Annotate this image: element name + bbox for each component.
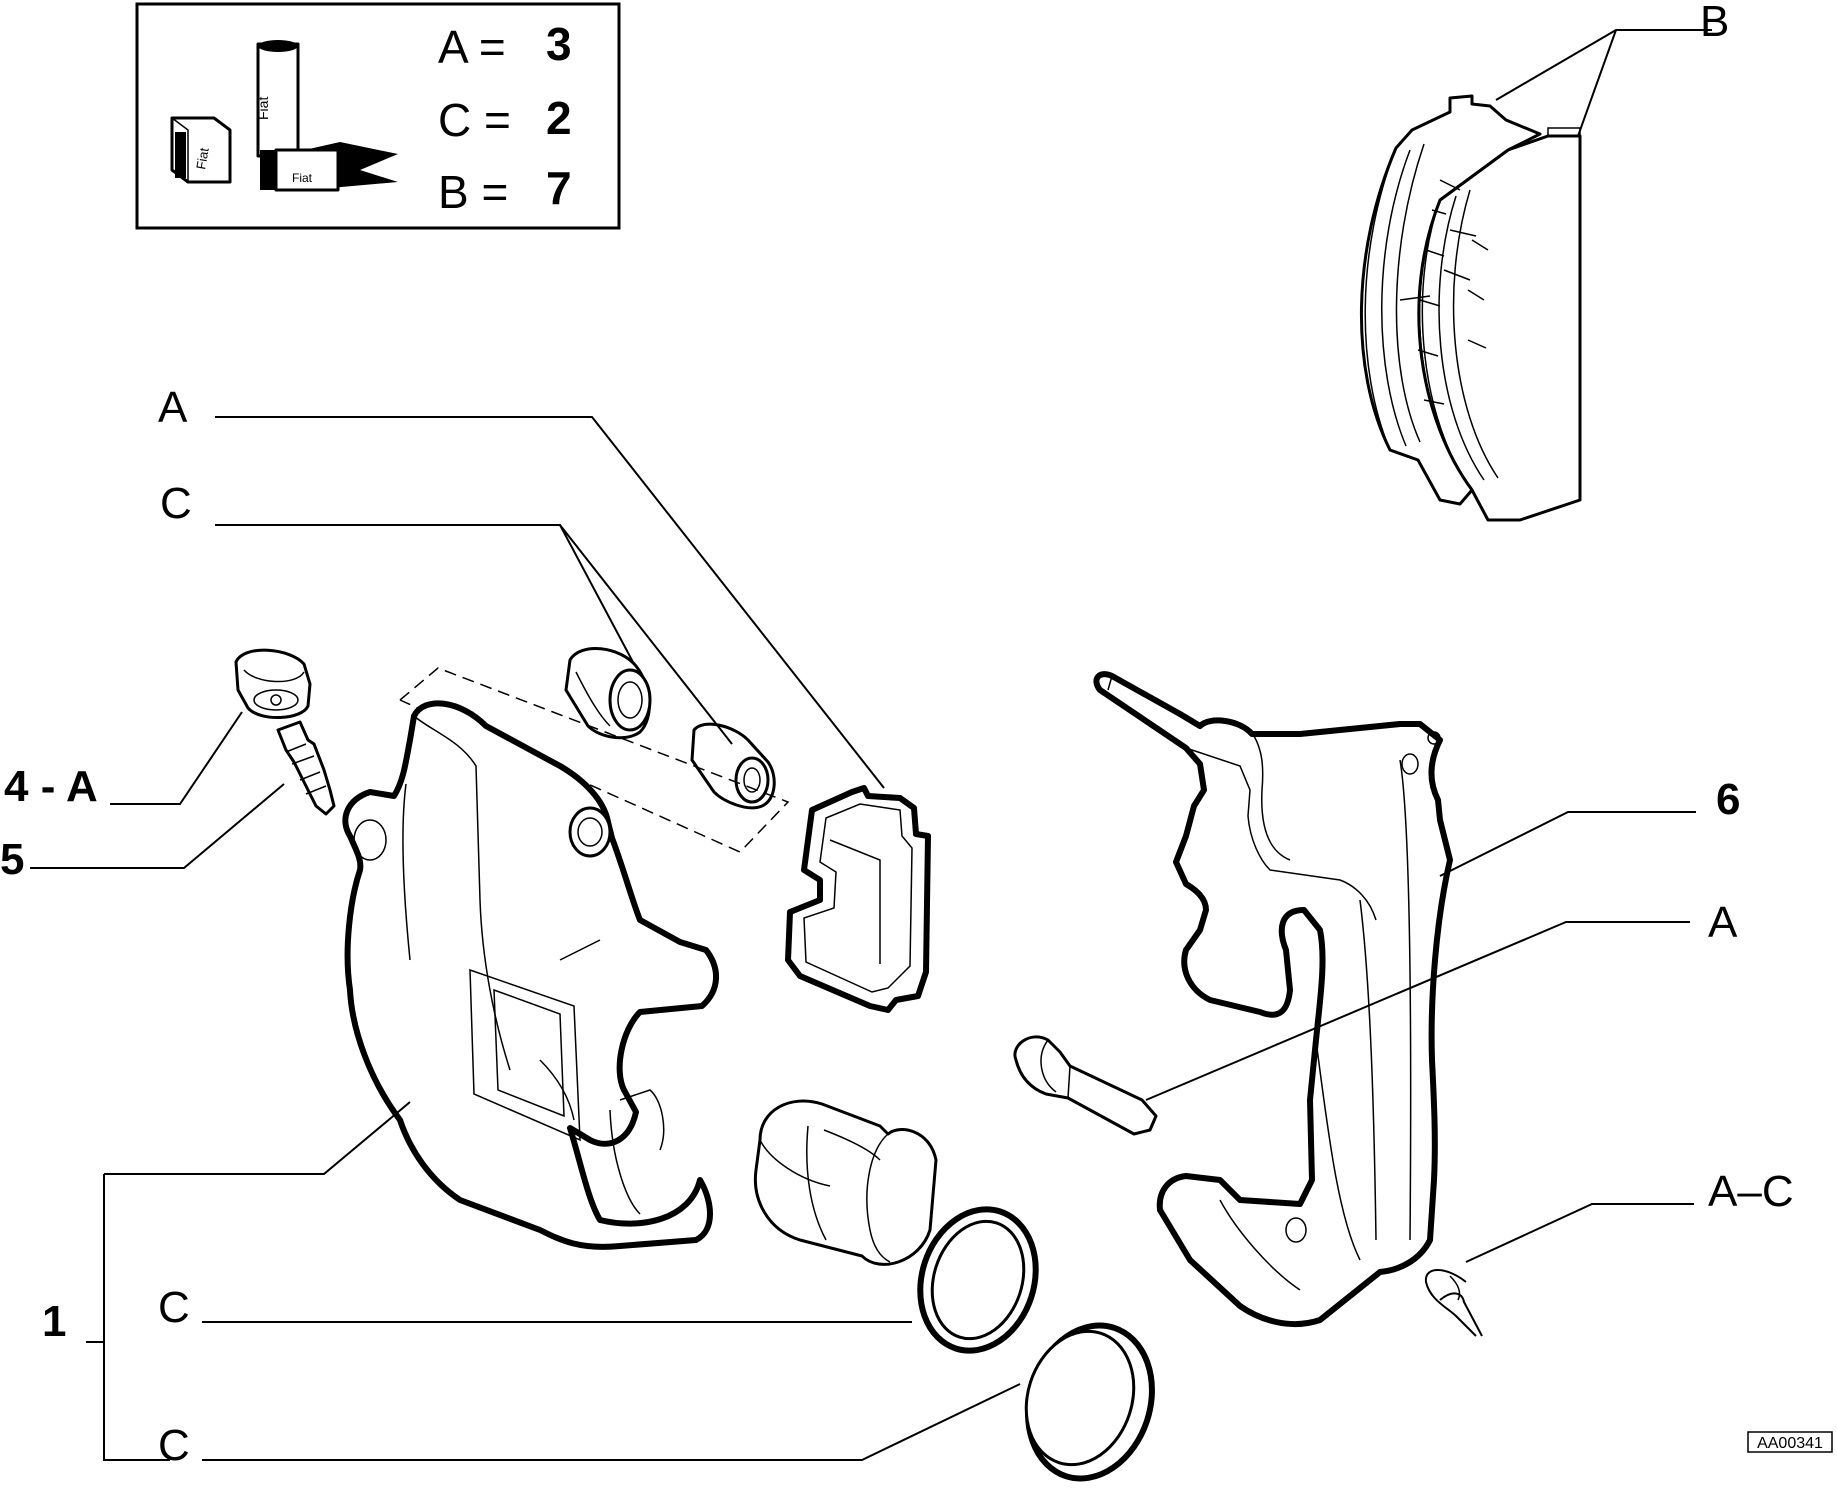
legend-key-c: C =: [438, 94, 511, 146]
svg-text:Fiat: Fiat: [193, 146, 212, 170]
caliper-carrier-bracket: [1093, 671, 1453, 1328]
callout-a-c-spring-clip: A–C: [1708, 1167, 1794, 1216]
legend-key-a: A =: [438, 21, 506, 73]
leader-lines: [30, 29, 1712, 1461]
piston-seal: [917, 1206, 1039, 1354]
dust-boot: [1024, 1322, 1155, 1482]
legend-key-b: B =: [438, 166, 508, 218]
alignment-guide: [399, 667, 790, 853]
pad-retaining-clip: [785, 785, 931, 1013]
callout-a-guide-pin: A: [1708, 898, 1738, 947]
callout-c-bushings: C: [160, 479, 192, 528]
callout-4-a: 4 - A: [4, 762, 98, 811]
legend-value-a: 3: [546, 18, 572, 70]
callout-5: 5: [0, 835, 24, 884]
callout-c-dust-boot: C: [158, 1421, 190, 1470]
callout-6: 6: [1716, 775, 1740, 824]
callout-c-piston-seal: C: [158, 1283, 190, 1332]
svg-text:Fiat: Fiat: [292, 171, 313, 185]
drawing-code: AA00341: [1757, 1435, 1823, 1452]
guide-pin: [1013, 1035, 1158, 1136]
callout-1: 1: [42, 1297, 66, 1346]
legend-value-b: 7: [546, 162, 572, 214]
bleed-screw: [276, 720, 336, 816]
piston: [753, 1099, 938, 1266]
guide-bushing-1: [564, 647, 652, 740]
legend-value-c: 2: [546, 92, 572, 144]
callout-b-brake-pads: B: [1700, 0, 1729, 46]
caliper-body: [342, 700, 720, 1250]
spring-clip: [1424, 1269, 1483, 1337]
guide-bushing-2: [690, 722, 776, 810]
legend-box: Fiat Fiat Fiat A = 3 C = 2 B = 7: [135, 2, 621, 230]
svg-text:Fiat: Fiat: [255, 97, 271, 120]
lubricant-products-icon: Fiat Fiat Fiat: [170, 40, 398, 192]
brake-pads: [1360, 94, 1582, 522]
bleed-screw-cap: [234, 648, 312, 720]
drawing-code-box: AA00341: [1747, 1431, 1833, 1453]
callout-a-pad-clip: A: [158, 383, 188, 432]
